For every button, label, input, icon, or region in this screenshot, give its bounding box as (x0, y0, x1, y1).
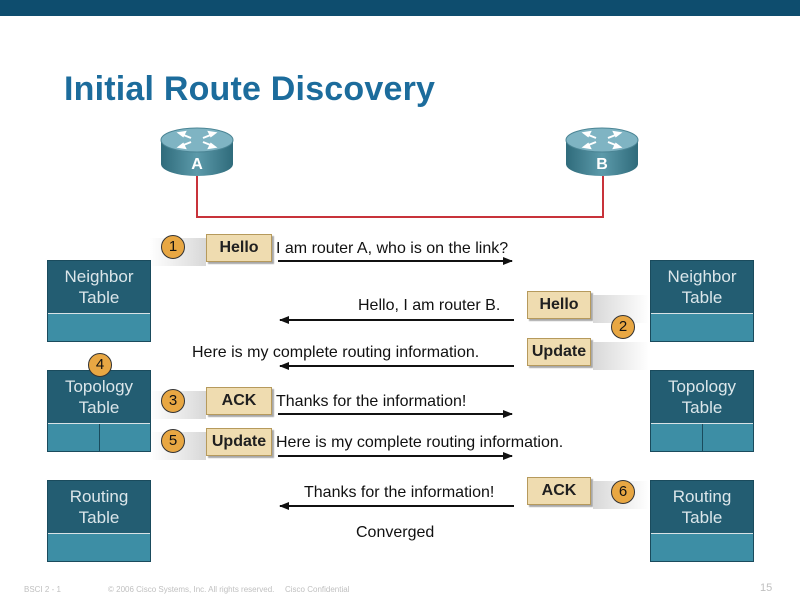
router-icon (565, 127, 639, 176)
router-a-label: A (191, 156, 203, 173)
left-routing-table: Routing Table (47, 480, 151, 562)
right-routing-table-title: Routing Table (651, 481, 753, 534)
left-topology-table-body (48, 424, 150, 451)
step-badge-6: 6 (611, 480, 635, 504)
link-horizontal (196, 216, 604, 218)
right-neighbor-table: Neighbor Table (650, 260, 754, 342)
packet-hello-a-label: Hello (206, 234, 272, 262)
right-routing-table: Routing Table (650, 480, 754, 562)
packet-update-a-label: Update (206, 428, 272, 456)
packet-ack-a-label: ACK (206, 387, 272, 415)
left-neighbor-table-body (48, 314, 150, 341)
packet-hello-b-label: Hello (527, 291, 591, 319)
left-neighbor-table: Neighbor Table (47, 260, 151, 342)
step-badge-1: 1 (161, 235, 185, 259)
footer-confidential: Cisco Confidential (285, 585, 350, 594)
packet-hello-a: Hello (150, 234, 272, 266)
router-a: A (159, 122, 235, 180)
message-2: Hello, I am router B. (358, 297, 501, 314)
right-topology-table: Topology Table (650, 370, 754, 452)
footer-course: BSCI 2 - 1 (24, 585, 61, 594)
footer-copyright: © 2006 Cisco Systems, Inc. All rights re… (108, 585, 275, 594)
router-b: B (564, 122, 640, 180)
left-neighbor-table-title: Neighbor Table (48, 261, 150, 314)
step-badge-3: 3 (161, 389, 185, 413)
packet-update-b-label: Update (527, 338, 591, 366)
message-6: Thanks for the information! (304, 484, 495, 501)
right-neighbor-table-body (651, 314, 753, 341)
link-a-vertical (196, 176, 198, 218)
right-topology-table-body (651, 424, 753, 451)
step-badge-4: 4 (88, 353, 112, 377)
packet-ack-a: ACK (150, 387, 272, 419)
step-badge-2: 2 (611, 315, 635, 339)
message-5: Here is my complete routing information. (276, 434, 564, 451)
message-1: I am router A, who is on the link? (276, 240, 509, 257)
top-bar (0, 0, 800, 16)
left-topology-table-title: Topology Table (48, 371, 150, 424)
link-b-vertical (602, 176, 604, 218)
page-number: 15 (760, 582, 773, 594)
right-neighbor-table-title: Neighbor Table (651, 261, 753, 314)
message-3: Here is my complete routing information. (192, 344, 480, 361)
converged-label: Converged (356, 524, 435, 541)
right-topology-table-title: Topology Table (651, 371, 753, 424)
packet-hello-b: Hello (527, 291, 649, 323)
packet-ack-b-label: ACK (527, 477, 591, 505)
left-topology-table: Topology Table (47, 370, 151, 452)
left-routing-table-body (48, 534, 150, 561)
right-routing-table-body (651, 534, 753, 561)
slide-title: Initial Route Discovery (64, 70, 436, 108)
router-b-label: B (596, 156, 608, 173)
packet-update-b: Update (527, 338, 649, 370)
message-4: Thanks for the information! (276, 393, 467, 410)
left-routing-table-title: Routing Table (48, 481, 150, 534)
router-icon (160, 127, 234, 176)
step-badge-5: 5 (161, 429, 185, 453)
